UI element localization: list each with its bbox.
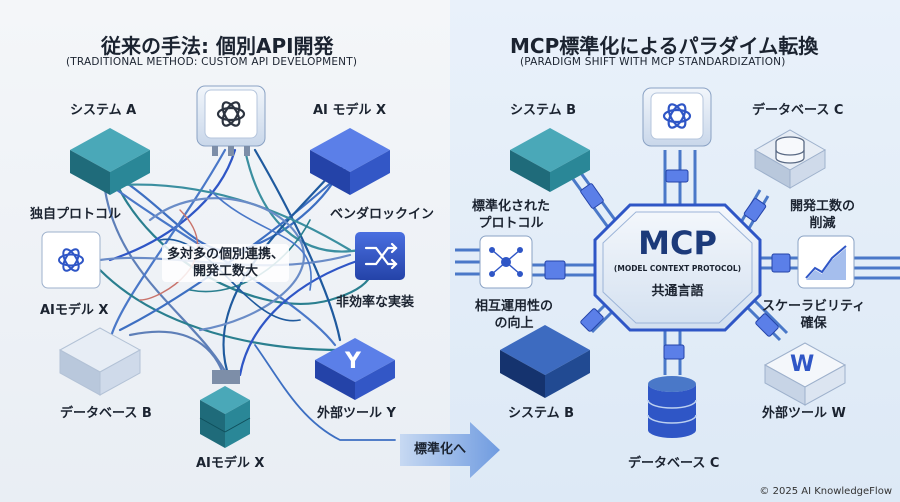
label-standard-protocol-line2: プロトコル [478,216,544,231]
label-system-b-bottom: システム B [508,406,575,421]
dev-reduction-node [797,235,855,289]
ai-knot-icon [216,101,246,127]
label-inefficient: 非効率な実装 [336,295,415,310]
label-system-a: システム A [70,103,137,118]
database-b-node [58,327,142,396]
label-vendor-lockin: ベンダロックイン [330,207,435,222]
external-tool-y-node [315,338,395,400]
label-database-c-top: データベース C [752,103,844,118]
label-scalability-line2: 確保 [800,316,827,331]
system-a-node [70,128,150,195]
ai-model-top-node [196,85,266,156]
right-title: MCP標準化によるパラダイム転換 [510,34,819,58]
left-subtitle: (TRADITIONAL METHOD: CUSTOM API DEVELOPM… [66,56,358,68]
label-database-c-bottom: データベース C [628,456,720,471]
label-scalability-line1: スケーラビリティ [762,299,866,314]
system-b-bottom-node [500,325,590,398]
database-c-top-node [753,129,827,189]
label-interop: 相互運用性の の向上 [475,298,553,332]
label-system-b-top: システム B [510,103,577,118]
label-external-tool-y: 外部ツール Y [317,406,396,421]
ai-model-left-node [41,231,101,289]
label-standard-protocol: 標準化された プロトコル [472,198,550,232]
system-b-top-node [510,128,590,192]
center-note: 多対多の個別連携、 開発工数大 [162,244,290,282]
label-ai-model-x-left: AIモデル X [40,303,109,318]
database-icon [775,136,805,164]
growth-chart-icon [805,245,847,280]
label-ai-model-x-top: AI モデル X [313,103,386,118]
mcp-hub [593,203,762,332]
hub-label: 共通言語 [651,284,704,299]
label-interop-line1: 相互運用性の [475,299,554,314]
ai-knot-icon [58,248,84,272]
label-proprietary-protocol: 独自プロトコル [30,207,122,222]
label-standard-protocol-line1: 標準化された [472,199,551,214]
w-icon-letter: W [790,352,815,377]
label-reduce-dev-line2: 削減 [809,216,836,231]
external-tool-w-node [763,342,847,406]
arrow-label: 標準化へ [414,442,467,457]
left-title: 従来の手法: 個別API開発 [101,34,334,58]
center-note-line1: 多対多の個別連携、 [167,247,285,262]
right-subtitle: (PARADIGM SHIFT WITH MCP STANDARDIZATION… [520,56,786,68]
database-c-bottom-node [647,376,697,438]
ai-model-right-top-node [642,87,712,147]
y-icon-letter: Y [345,349,361,374]
copyright: © 2025 AI KnowledgeFlow [759,486,892,497]
label-interop-line2: の向上 [494,316,534,331]
label-reduce-dev: 開発工数の 削減 [790,198,855,232]
center-note-line2: 開発工数大 [193,264,259,279]
ai-knot-icon [662,103,692,129]
ai-model-bottom-node [199,370,251,448]
standard-protocol-node [479,235,533,289]
shuffle-icon [364,242,398,270]
label-database-b: データベース B [60,406,152,421]
label-external-tool-w: 外部ツール W [762,406,846,421]
hub-subtitle: (MODEL CONTEXT PROTOCOL) [613,264,742,273]
hub-title: MCP [638,224,717,262]
spoke-connectors [544,169,791,360]
label-scalability: スケーラビリティ 確保 [762,298,865,332]
transition-arrow [400,422,500,478]
ai-model-x-right-node [310,128,390,195]
vendor-lockin-node [355,232,405,280]
label-reduce-dev-line1: 開発工数の [790,199,856,214]
label-ai-model-x-bottom: AIモデル X [196,456,265,471]
